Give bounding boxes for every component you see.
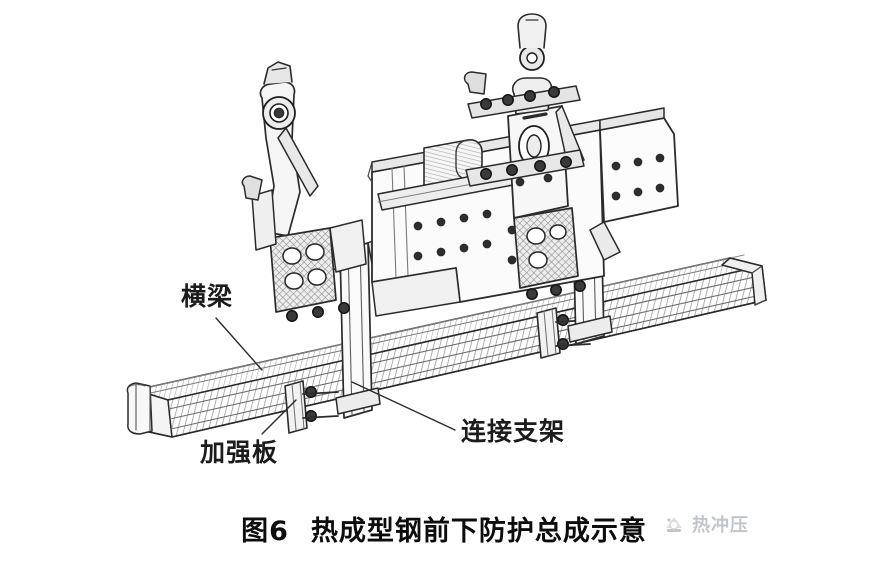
beam-right-endcap (721, 257, 767, 306)
upper-assembly-left (241, 61, 367, 322)
figure-caption-number: 图6 (241, 516, 289, 547)
annotation-label-connecting-bracket: 连接支架 (461, 417, 566, 446)
figure-caption: 图6 热成型钢前下防护总成示意 (0, 509, 888, 548)
figure-caption-title: 热成型钢前下防护总成示意 (310, 516, 647, 547)
part-reinforcement-plate-left (284, 380, 339, 434)
annotation-label-reinforcement-plate: 加强板 (200, 438, 279, 467)
leader-lines (215, 317, 456, 435)
part-reinforcement-plate-right (536, 307, 591, 359)
beam-left-endcap (126, 382, 153, 435)
annotation-label-crossbeam: 横梁 (181, 282, 234, 311)
upper-assembly-right (463, 13, 679, 300)
